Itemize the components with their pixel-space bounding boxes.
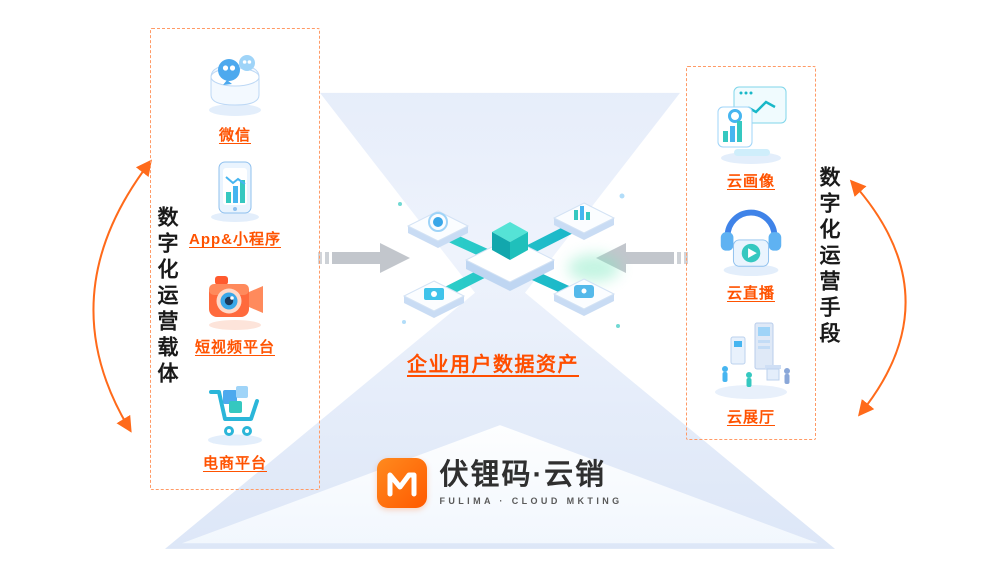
list-item-short-video: 短视频平台 [151,269,319,357]
brand-text-block: 伏锂码·云销 FULIMA · CLOUD MKTING [439,459,623,506]
list-item-label: 电商平台 [202,455,267,472]
brand-tagline: FULIMA · CLOUD MKTING [439,495,623,506]
central-data-platform [464,222,556,291]
short-video-icon [209,276,263,330]
list-item-label: 云直播 [726,285,775,302]
platform-bottom-right [552,278,616,316]
cloud-live-icon [720,209,782,277]
list-item-app-miniprogram: App&小程序 [151,157,319,249]
data-hub-illustration [398,193,625,328]
list-item-label: 微信 [218,127,251,144]
cloud-profile-icon [717,86,787,164]
platform-bottom-left [402,280,466,318]
list-item-label: 云画像 [726,173,775,190]
platform-top-left [406,210,470,248]
app-miniprogram-icon [211,161,259,222]
cloud-exhibition-icon [715,322,790,399]
left-vertical-caption: 数字化运营载体 [155,206,178,388]
list-item-label: 短视频平台 [194,339,275,356]
flow-arrow-right-icon [318,243,410,273]
brand-logo: 伏锂码·云销 FULIMA · CLOUD MKTING [0,458,1000,508]
list-item-label: App&小程序 [189,231,281,248]
list-item-label: 云展厅 [726,409,775,426]
brand-logo-icon [377,458,428,508]
brand-name: 伏锂码·云销 [439,459,607,492]
right-arc-arrow-icon [849,179,907,417]
left-channels-panel: 微信 App&小程序 [150,28,320,490]
right-methods-panel: 云画像 云直播 [686,66,816,440]
platform-top-right [552,202,616,240]
ecommerce-icon [208,386,262,446]
wechat-icon [209,55,261,116]
left-arc-arrow-icon [92,159,152,433]
list-item-ecommerce: 电商平台 [151,377,319,473]
right-vertical-caption: 数字化运营手段 [817,166,840,348]
list-item-cloud-profile: 云画像 [687,81,815,191]
center-caption: 企业用户数据资产 [407,354,579,376]
list-item-wechat: 微信 [151,49,319,145]
list-item-cloud-live: 云直播 [687,197,815,303]
list-item-cloud-exhibition: 云展厅 [687,309,815,427]
